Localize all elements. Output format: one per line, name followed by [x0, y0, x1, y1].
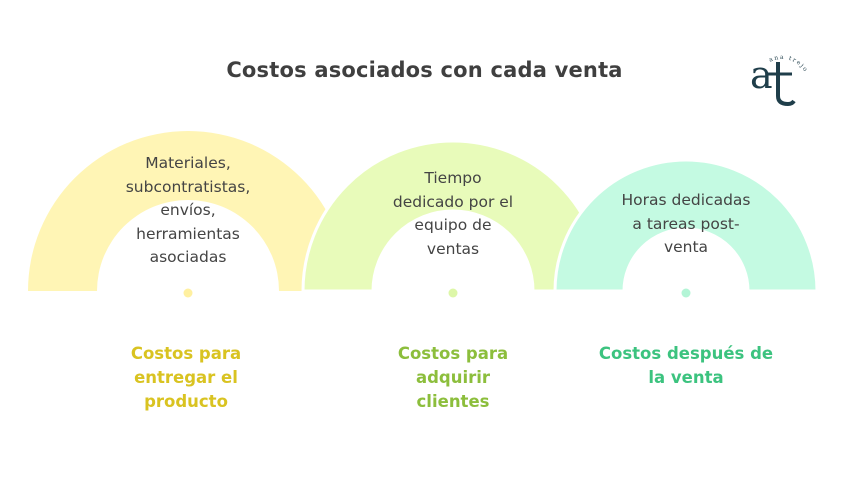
label-line: entregar el	[134, 368, 238, 387]
stage-3-description: Horas dedicadas a tareas post- venta	[596, 189, 776, 260]
stage-2-label: Costos para adquirir clientes	[368, 342, 538, 414]
description-line: subcontratistas,	[125, 177, 251, 196]
arch-3	[553, 158, 819, 293]
stage-2-dot	[448, 288, 458, 298]
arch-1	[28, 131, 348, 291]
stage-1-description: Materiales, subcontratistas, envíos, her…	[108, 152, 268, 270]
description-line: dedicado por el	[392, 192, 514, 211]
description-line: herramientas	[136, 224, 240, 243]
description-line: Tiempo	[424, 169, 482, 187]
description-line: Horas dedicadas	[621, 191, 751, 209]
description-line: asociadas	[149, 248, 227, 266]
description-line: equipo de	[414, 216, 492, 234]
label-line: la venta	[648, 368, 724, 387]
brand-logo: ana trejo a	[750, 53, 808, 107]
description-line: Materiales,	[145, 154, 231, 172]
stage-1-label: Costos para entregar el producto	[100, 342, 272, 414]
description-line: envíos,	[160, 201, 216, 219]
logo-mark: a	[750, 53, 773, 97]
description-line: a tareas post-	[632, 214, 740, 233]
label-line: clientes	[416, 392, 490, 411]
label-line: Costos para	[397, 344, 509, 363]
stage-3-label: Costos después de la venta	[576, 342, 796, 390]
diagram-title: Costos asociados con cada venta	[226, 58, 623, 82]
stage-1-dot	[183, 288, 193, 298]
description-line: venta	[663, 238, 709, 256]
label-line: producto	[144, 392, 228, 411]
description-line: ventas	[426, 239, 480, 258]
stage-2-description: Tiempo dedicado por el equipo de ventas	[368, 167, 538, 261]
label-line: Costos para	[130, 344, 242, 363]
stage-3-dot	[681, 288, 691, 298]
logo-t-stem	[776, 62, 796, 107]
label-line: Costos después de	[598, 344, 774, 363]
label-line: adquirir	[415, 368, 491, 387]
